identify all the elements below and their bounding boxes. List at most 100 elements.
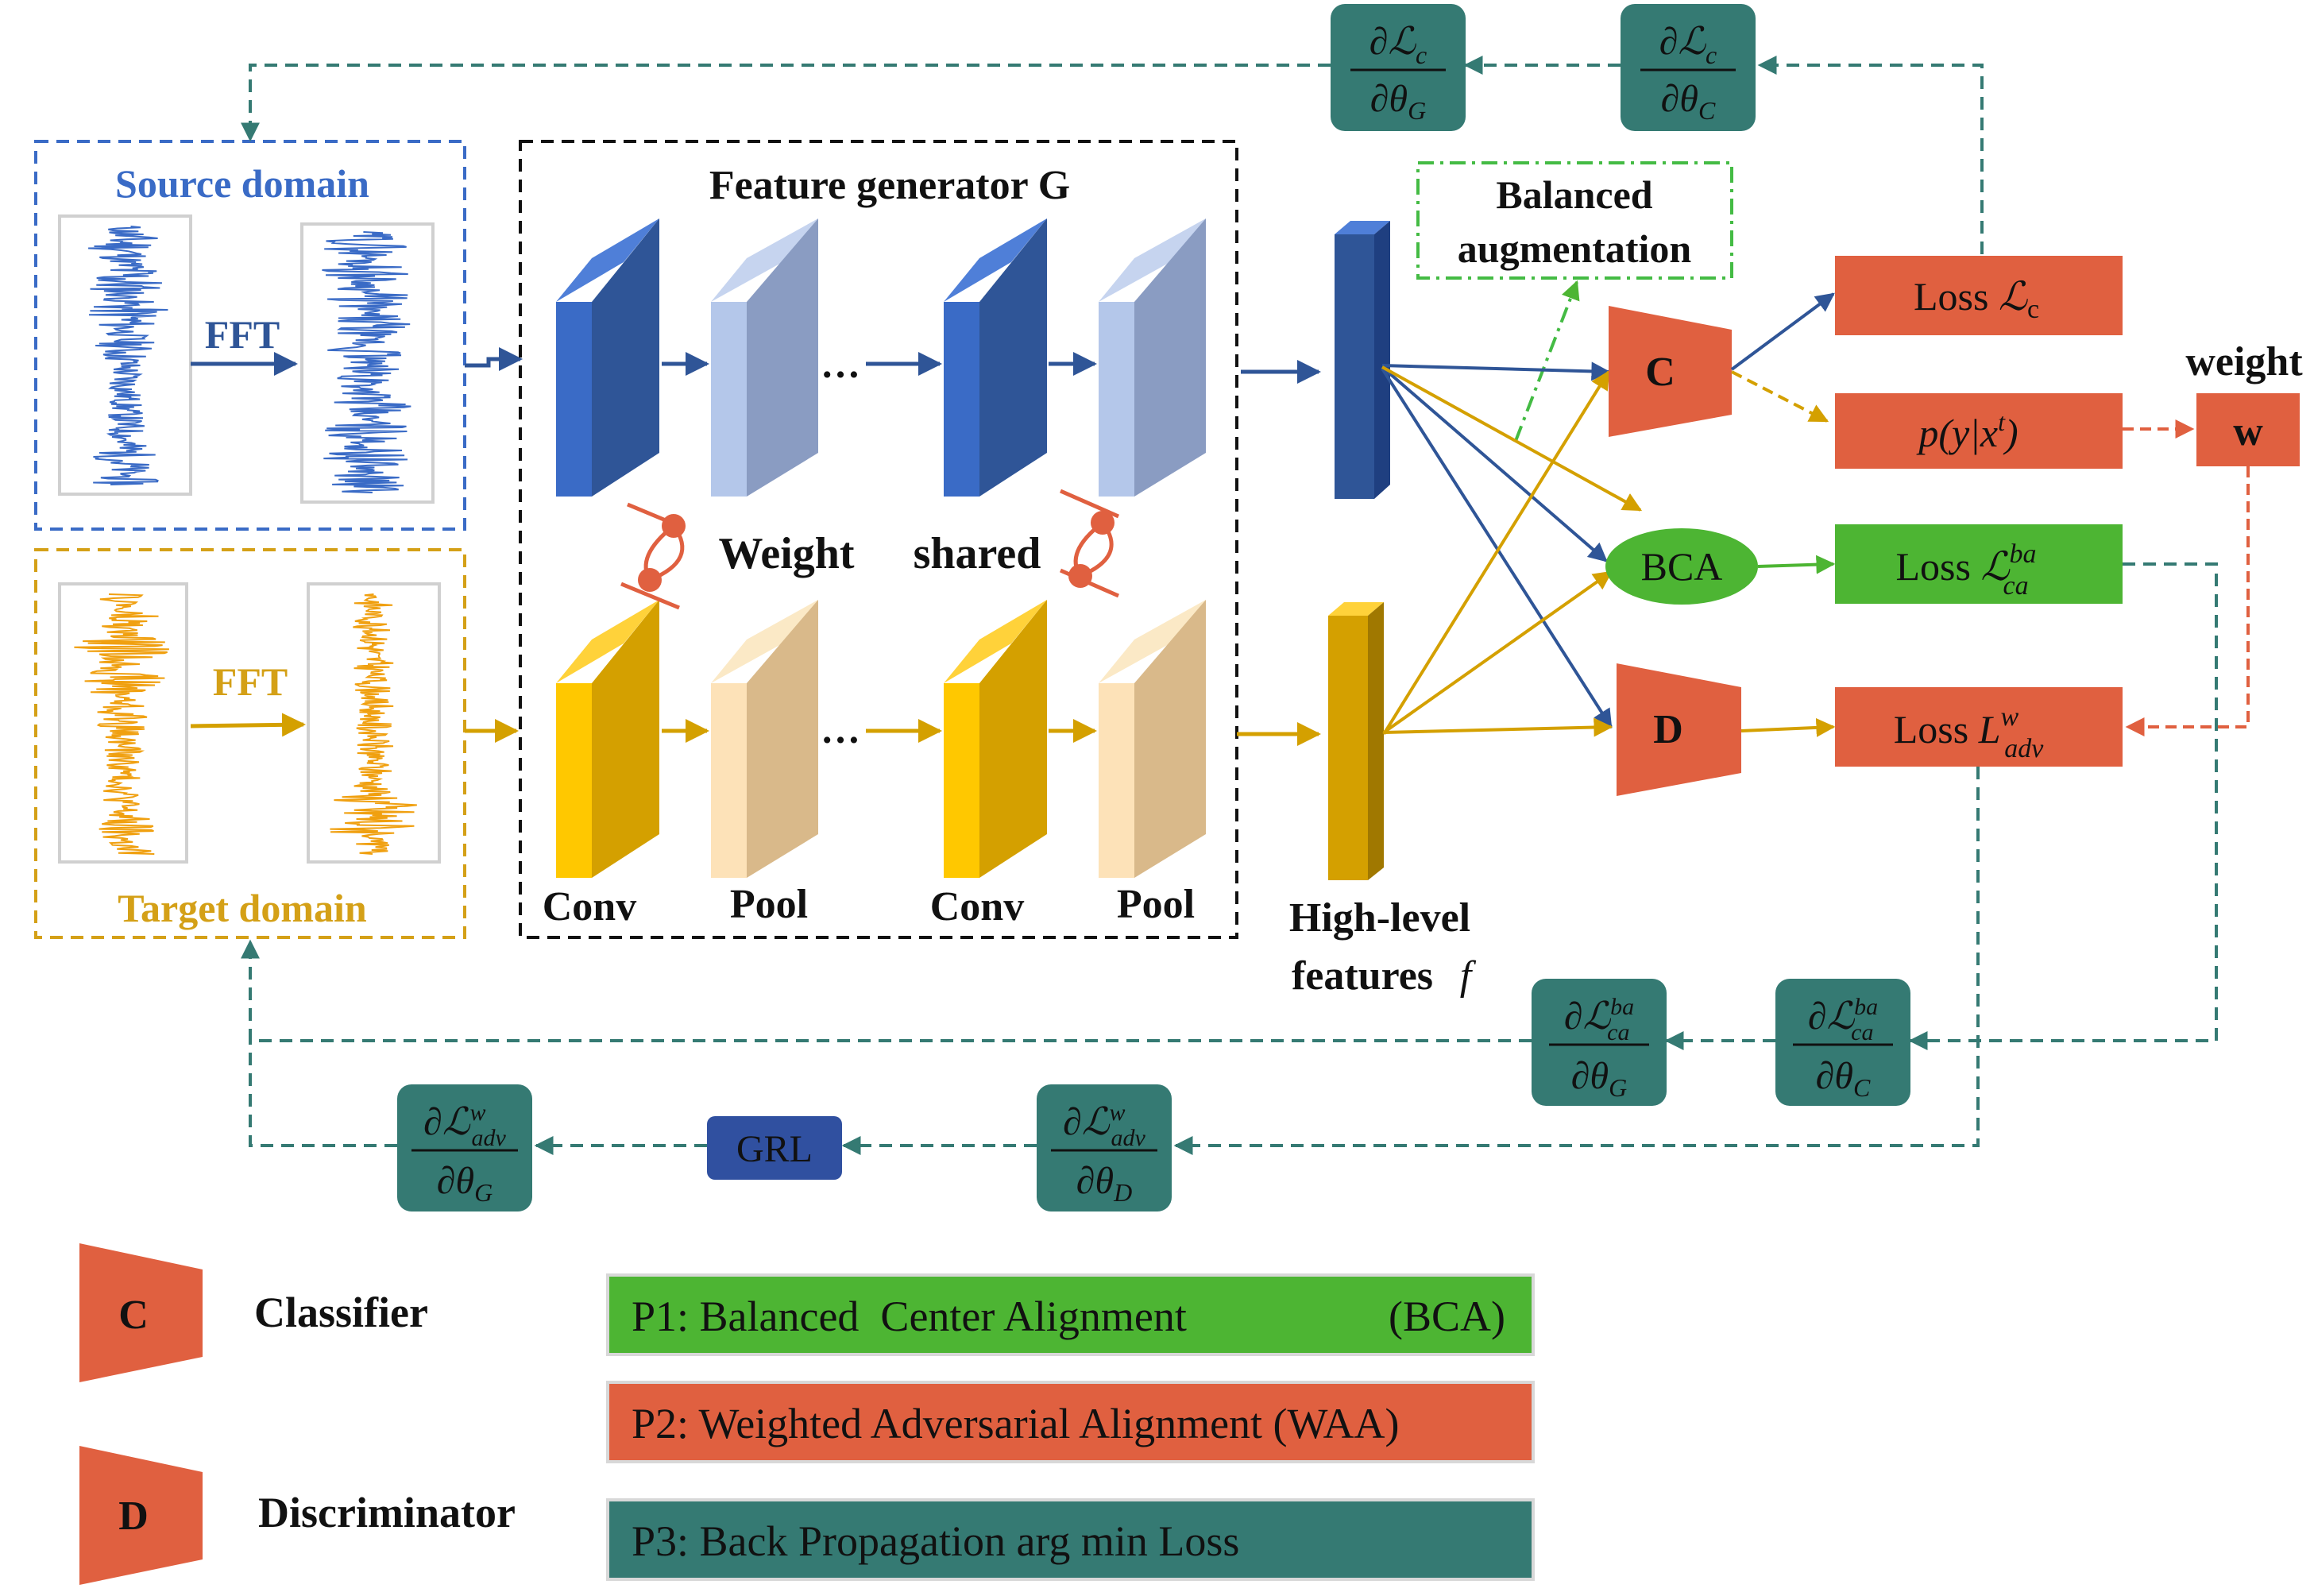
feature-generator-title: Feature generator G <box>709 163 1070 208</box>
feature-generator-panel: Feature generator G … <box>519 140 1238 939</box>
target-spectrum <box>330 593 417 855</box>
backprop-mid-path-1 <box>1908 562 2218 1050</box>
classifier-to-prob-arrow <box>1731 370 1829 423</box>
source-to-generator-arrow <box>465 347 523 371</box>
source-waveform <box>88 226 168 485</box>
svg-text:∂ℒc: ∂ℒc <box>1369 21 1427 69</box>
backprop-bot-path-4 <box>249 1041 397 1147</box>
balanced-augmentation-box: Balanced augmentation <box>1416 161 1733 280</box>
svg-text:D: D <box>118 1494 149 1539</box>
source-conv1-block <box>556 218 659 497</box>
target-conv2-block <box>944 600 1047 878</box>
grad-top-c-box[interactable]: ∂ℒc ∂θC <box>1621 4 1756 131</box>
discriminator-to-loss-arrow <box>1740 717 1836 737</box>
weight-link-icon-right <box>1059 489 1120 598</box>
svg-text:∂ℒc: ∂ℒc <box>1659 21 1717 69</box>
svg-text:∂θC: ∂θC <box>1816 1055 1871 1102</box>
legend-discriminator: D Discriminator <box>79 1446 516 1585</box>
svg-text:∂θG: ∂θG <box>1370 78 1426 125</box>
high-level-features-label-line1: High-level <box>1289 895 1470 941</box>
svg-text:Classifier: Classifier <box>254 1289 428 1336</box>
classifier-module[interactable]: C <box>1609 306 1732 437</box>
weight-shared-label-right: shared <box>914 529 1041 578</box>
svg-text:∂θG: ∂θG <box>437 1160 493 1207</box>
source-fft-label: FFT <box>205 312 280 357</box>
target-domain-title: Target domain <box>118 886 367 930</box>
svg-text:Loss ℒc: Loss ℒc <box>1914 274 2039 324</box>
source-pool2-block <box>1099 218 1206 497</box>
svg-text:features: features <box>1292 953 1433 999</box>
layer-label-pool-2: Pool <box>1117 882 1195 927</box>
svg-text:GRL: GRL <box>736 1128 813 1170</box>
high-level-features-label-line2: features f <box>1292 953 1477 999</box>
weight-label: weight <box>2185 339 2303 385</box>
backprop-top-path-1 <box>1757 56 1984 254</box>
layer-label-pool-1: Pool <box>730 882 808 927</box>
target-fft-arrow <box>190 713 306 737</box>
svg-text:P1: Balanced Center Alignment: P1: Balanced Center Alignment <box>632 1293 1187 1340</box>
svg-text:C: C <box>1645 350 1675 395</box>
grl-box[interactable]: GRL <box>707 1116 842 1180</box>
target-pool2-block <box>1099 600 1206 878</box>
backprop-bot-path-1 <box>1173 767 1980 1155</box>
svg-text:BCA: BCA <box>1641 544 1723 589</box>
legend-p2: P2: Weighted Adversarial Alignment (WAA) <box>606 1381 1535 1463</box>
target-feature-bar <box>1328 602 1384 880</box>
svg-text:C: C <box>118 1293 149 1338</box>
legend-classifier-icon <box>79 1243 203 1382</box>
svg-text:∂θD: ∂θD <box>1076 1160 1132 1207</box>
legend-discriminator-icon <box>79 1446 203 1585</box>
svg-text:Balanced: Balanced <box>1496 172 1652 217</box>
source-feature-arrows <box>1381 361 1643 729</box>
target-domain-panel: Target domain FFT <box>34 548 466 939</box>
legend-p3: P3: Back Propagation arg min Loss <box>606 1498 1535 1581</box>
layer-label-conv-2: Conv <box>930 884 1024 929</box>
svg-text:P3: Back Propagation arg min L: P3: Back Propagation arg min Loss <box>632 1517 1239 1565</box>
svg-text:P2: Weighted Adversarial Align: P2: Weighted Adversarial Alignment (WAA) <box>632 1400 1400 1447</box>
svg-text:Discriminator: Discriminator <box>258 1489 516 1536</box>
classifier-to-loss-arrow <box>1730 292 1835 371</box>
source-spectrum <box>322 231 411 493</box>
target-fft-label: FFT <box>213 659 288 704</box>
source-conv2-block <box>944 218 1047 497</box>
grad-top-g-box[interactable]: ∂ℒc ∂θG <box>1331 4 1466 131</box>
svg-text:(BCA): (BCA) <box>1389 1293 1505 1340</box>
svg-text:∂θC: ∂θC <box>1661 78 1716 125</box>
target-pool1-block <box>711 600 818 878</box>
svg-text:w: w <box>2233 409 2263 454</box>
target-ellipsis: … <box>821 707 860 752</box>
discriminator-module[interactable]: D <box>1617 663 1741 796</box>
source-domain-panel: Source domain FFT <box>34 140 466 531</box>
weight-box[interactable]: w <box>2196 393 2300 466</box>
svg-text:∂θG: ∂θG <box>1571 1055 1627 1102</box>
svg-text:p(y|xt): p(y|xt) <box>1916 408 2018 455</box>
weight-link-icon-left <box>620 502 686 610</box>
features-symbol: f <box>1460 953 1477 999</box>
legend-classifier: C Classifier <box>79 1243 428 1382</box>
bca-module[interactable]: BCA <box>1605 528 1758 605</box>
source-domain-title: Source domain <box>115 161 369 206</box>
weight-shared-label-left: Weight <box>718 529 854 578</box>
layer-label-conv-1: Conv <box>543 884 636 929</box>
target-feature-arrows <box>1382 369 1613 737</box>
source-ellipsis: … <box>821 342 860 386</box>
svg-text:augmentation: augmentation <box>1458 226 1692 271</box>
backprop-top-path-3 <box>241 64 1331 142</box>
svg-text:D: D <box>1653 707 1683 752</box>
prob-box[interactable]: p(y|xt) <box>1835 393 2123 469</box>
loss-lc-box[interactable]: Loss ℒc <box>1835 256 2123 335</box>
source-pool1-block <box>711 218 818 497</box>
bca-to-loss-arrow <box>1757 555 1836 574</box>
legend-p1: P1: Balanced Center Alignment (BCA) <box>606 1273 1535 1356</box>
